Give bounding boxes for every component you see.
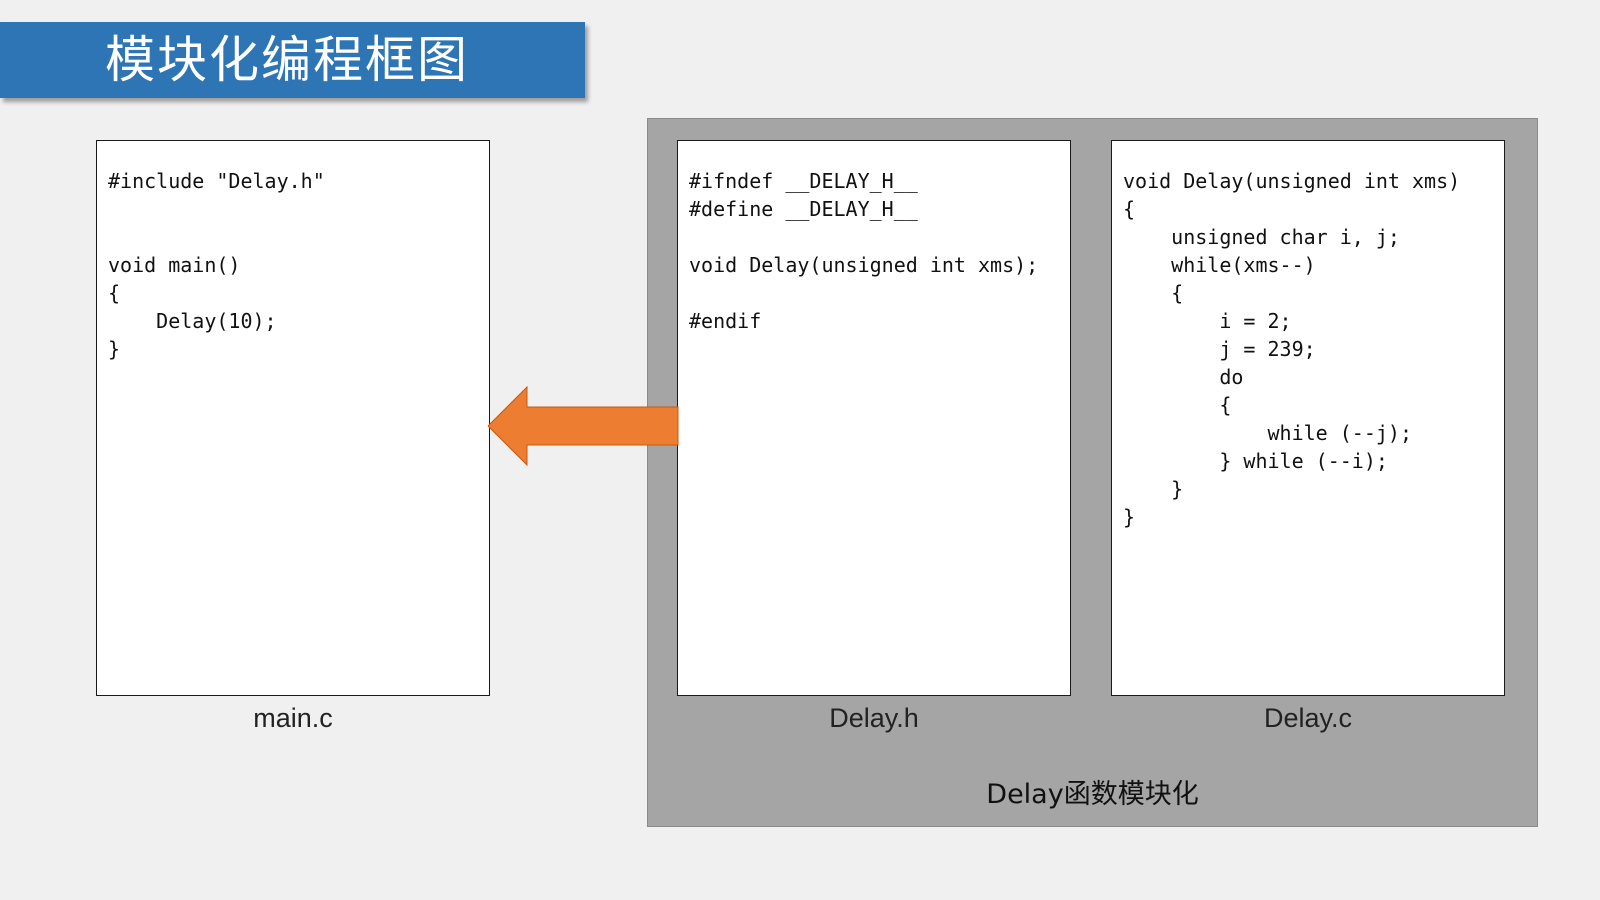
delay-c-box: void Delay(unsigned int xms) { unsigned … [1111,140,1505,696]
delay-h-label: Delay.h [829,703,919,733]
page-title: 模块化编程框图 [105,31,469,89]
arrow-left-icon [488,386,679,466]
delay-c-code: void Delay(unsigned int xms) { unsigned … [1123,169,1461,529]
title-banner: 模块化编程框图 [0,22,585,98]
group-label: Delay函数模块化 [986,779,1199,810]
delay-h-box: #ifndef __DELAY_H__ #define __DELAY_H__ … [677,140,1071,696]
delay-c-label: Delay.c [1263,703,1353,733]
main-c-code: #include "Delay.h" void main() { Delay(1… [108,169,325,361]
delay-h-code: #ifndef __DELAY_H__ #define __DELAY_H__ … [689,169,1039,333]
arrow-shape [488,386,679,466]
main-c-box: #include "Delay.h" void main() { Delay(1… [96,140,490,696]
main-c-label: main.c [253,703,333,733]
